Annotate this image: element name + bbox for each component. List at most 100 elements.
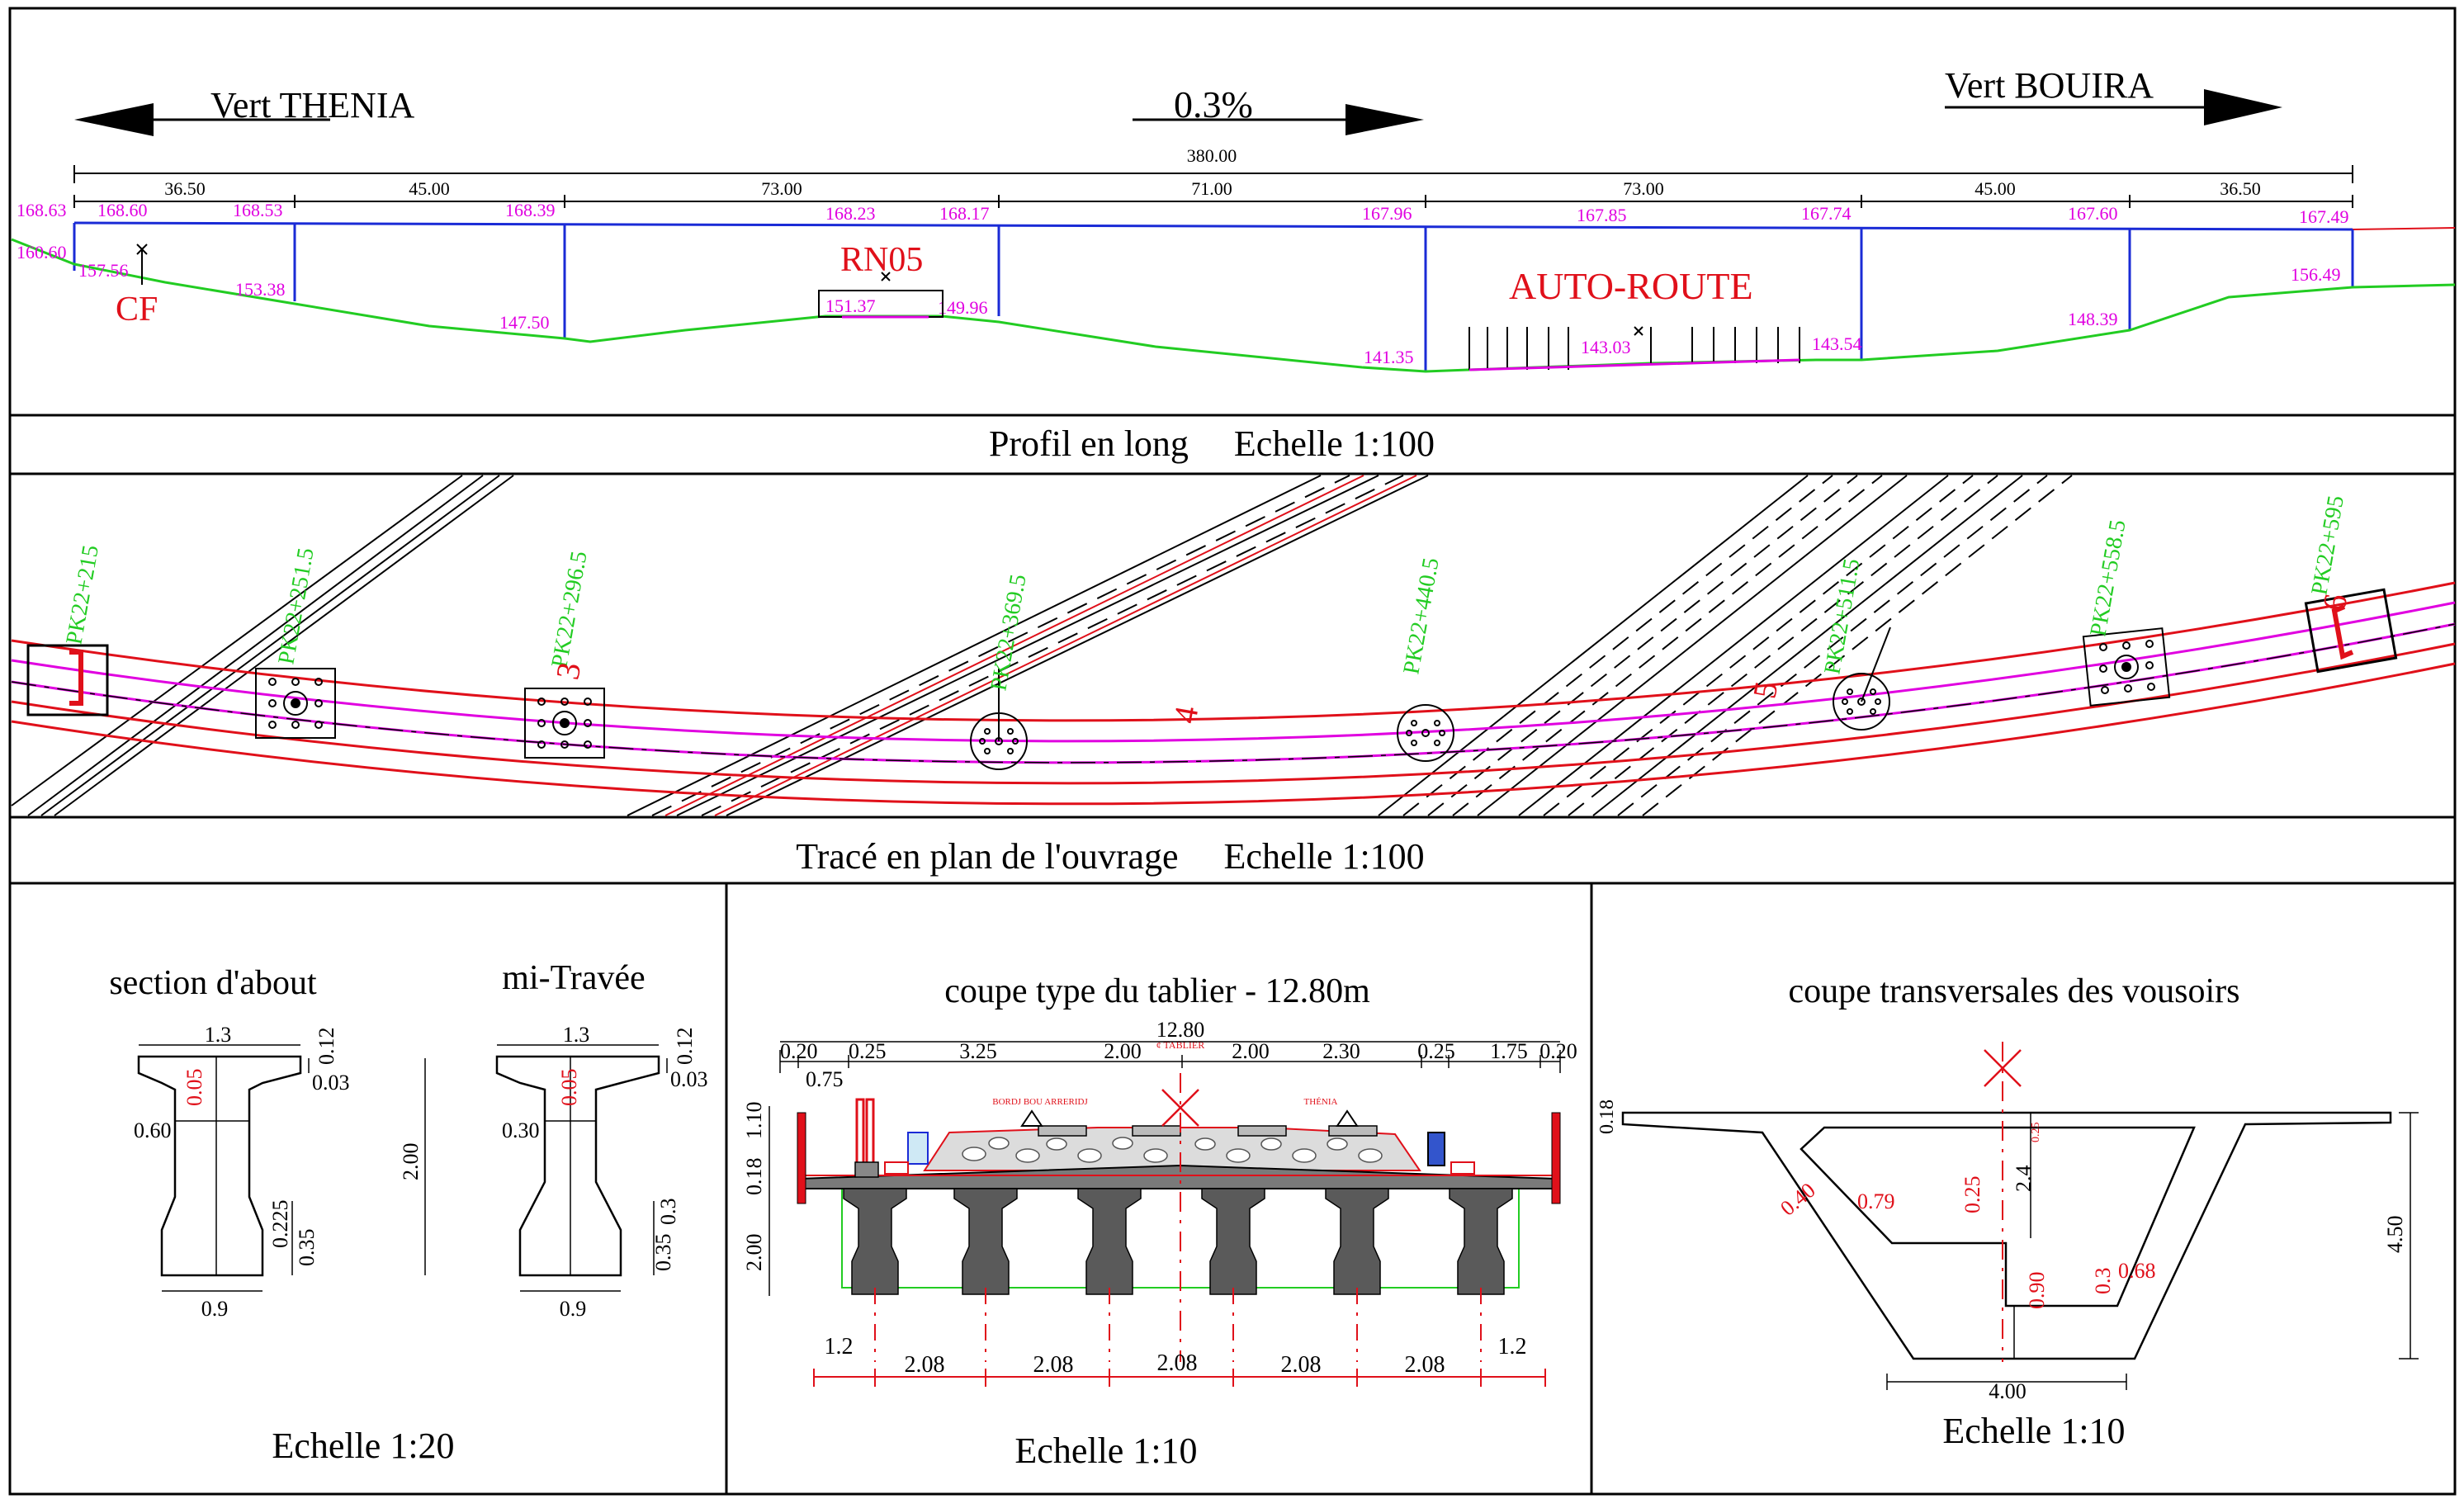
terrain-line — [11, 238, 2456, 373]
box-haunch: 0.40 — [1776, 1178, 1819, 1220]
pier-circular-6 — [1833, 627, 1891, 731]
arrow-right-icon — [1945, 89, 2282, 125]
mid-web-label: 0.05 — [557, 1069, 581, 1107]
road-extension — [2352, 227, 2456, 230]
box-caption: Echelle 1:10 — [1942, 1411, 2125, 1451]
centreline — [11, 623, 2456, 764]
axis-mark-6: 6 — [2315, 591, 2355, 614]
deck-level-1: 168.63 — [17, 200, 67, 220]
deck-level-6: 168.17 — [939, 203, 990, 224]
autoroute-label: AUTO-ROUTE — [1509, 265, 1753, 307]
profile-panel: Vert THENIA 0.3% Vert BOUIRA 380.00 — [11, 65, 2456, 464]
total-length: 380.00 — [1187, 145, 1237, 166]
deck-vdim-3: 2.00 — [742, 1234, 766, 1272]
beam-sections-panel: section d'about mi-Travée 1.3 0.12 0.03 … — [109, 959, 707, 1466]
ground-level-6: 149.96 — [938, 297, 988, 318]
plan-caption: Tracé en plan de l'ouvrage Echelle 1:100 — [796, 836, 1424, 877]
box-title: coupe transversales des vousoirs — [1788, 972, 2239, 1010]
deck-beam-axes — [874, 1288, 1482, 1362]
station-8: PK22+595 — [2306, 494, 2349, 597]
deck-slab — [798, 1164, 1557, 1189]
crossing-road-2 — [627, 475, 1429, 816]
deck-dim-7: 0.25 — [1417, 1039, 1455, 1063]
mid-bottom-width: 0.9 — [560, 1297, 587, 1321]
ground-level-11: 156.49 — [2291, 264, 2341, 285]
box-web-bottom: 0.3 — [2091, 1268, 2115, 1295]
station-1: PK22+215 — [61, 543, 104, 646]
pier-lines — [73, 223, 2354, 371]
box-haunch-w: 0.79 — [1857, 1189, 1895, 1213]
deck-vdim-2: 0.18 — [742, 1158, 766, 1196]
about-bottom-flange: 0.35 — [295, 1229, 319, 1267]
span-4: 71.00 — [1191, 178, 1232, 199]
deck-dim-6: 2.30 — [1322, 1039, 1360, 1063]
deck-caption: Echelle 1:10 — [1014, 1430, 1197, 1471]
ballast-stones — [962, 1137, 1383, 1163]
deck-bdim-5: 2.08 — [1281, 1352, 1322, 1378]
station-5: PK22+440.5 — [1398, 556, 1444, 676]
deck-level-9: 167.74 — [1801, 203, 1852, 224]
ground-level-8: 143.03 — [1581, 337, 1631, 357]
about-bottom-width: 0.9 — [201, 1297, 229, 1321]
autoroute-surface — [1468, 358, 1800, 371]
arrow-left-icon — [74, 103, 330, 136]
about-dims — [139, 1044, 310, 1292]
box-axis-cross-icon — [1984, 1042, 2022, 1362]
cf-marker — [136, 244, 148, 285]
about-web-label: 0.05 — [182, 1069, 206, 1107]
cf-label: CF — [116, 291, 158, 329]
deck-bdim-3: 2.08 — [1033, 1352, 1074, 1378]
about-flange-taper: 0.03 — [312, 1071, 350, 1095]
direction-right: Vert BOUIRA — [1945, 65, 2154, 106]
span-dimension-line — [73, 195, 2353, 208]
deck-dim-9: 0.20 — [1539, 1039, 1577, 1063]
box-dim-lines — [1886, 1112, 2419, 1390]
station-4: PK22+369.5 — [986, 572, 1031, 693]
deck-level-8: 167.85 — [1577, 205, 1627, 225]
mid-dims — [424, 1044, 668, 1292]
rn05-road-box — [818, 272, 944, 319]
deck-dim-8: 1.75 — [1490, 1039, 1528, 1063]
axis-mark-5: 5 — [1746, 679, 1785, 702]
box-inner-height: 2.4 — [2012, 1166, 2036, 1193]
box-girder-outer — [1621, 1111, 2392, 1360]
mid-flange-taper: 0.03 — [670, 1067, 708, 1091]
ground-level-3: 153.38 — [235, 279, 286, 300]
span-1: 36.50 — [164, 178, 206, 199]
arrow-right-icon — [1133, 104, 1424, 135]
crossing-autoroute — [1378, 475, 2073, 816]
pier-circular-5 — [1397, 704, 1454, 762]
deck-line — [73, 221, 2353, 231]
box-height: 4.50 — [2383, 1216, 2407, 1254]
crossing-road-1 — [11, 475, 514, 816]
deck-vdim-1: 1.10 — [742, 1102, 766, 1140]
about-flange: 0.12 — [315, 1028, 338, 1066]
about-bottom-taper: 0.225 — [268, 1200, 292, 1249]
mid-bottom-flange: 0.35 — [651, 1234, 675, 1272]
mid-top-width: 1.3 — [563, 1023, 590, 1047]
about-top-width: 1.3 — [205, 1023, 232, 1047]
box-web-bottom-w: 0.68 — [2118, 1259, 2156, 1283]
deck-sleepers — [1038, 1125, 1378, 1137]
deck-bottom-dims — [813, 1369, 1546, 1387]
box-top-slab: 0.18 — [1596, 1099, 1618, 1134]
deck-right-label: THÉNIA — [1304, 1097, 1338, 1107]
pier-footing-3 — [524, 688, 605, 759]
direction-left: Vert THENIA — [210, 85, 414, 125]
deck-axis-cross-icon — [1161, 1073, 1199, 1362]
deck-dim-5: 2.00 — [1232, 1039, 1270, 1063]
autoroute-lanes — [1468, 326, 1800, 370]
deck-level-5: 168.23 — [825, 203, 876, 224]
deck-dim-2: 0.25 — [849, 1039, 887, 1063]
crossing-road-2-red — [664, 475, 1417, 816]
about-web-width: 0.60 — [134, 1118, 172, 1142]
deck-level-10: 167.60 — [2068, 203, 2118, 224]
sheet-frame — [8, 7, 2457, 1496]
span-3: 73.00 — [761, 178, 802, 199]
profile-caption: Profil en long Echelle 1:100 — [989, 423, 1435, 464]
deck-level-11: 167.49 — [2299, 206, 2349, 227]
deck-dim-3: 3.25 — [959, 1039, 997, 1063]
ground-level-7: 141.35 — [1364, 347, 1414, 367]
deck-dim-4: 2.00 — [1104, 1039, 1142, 1063]
